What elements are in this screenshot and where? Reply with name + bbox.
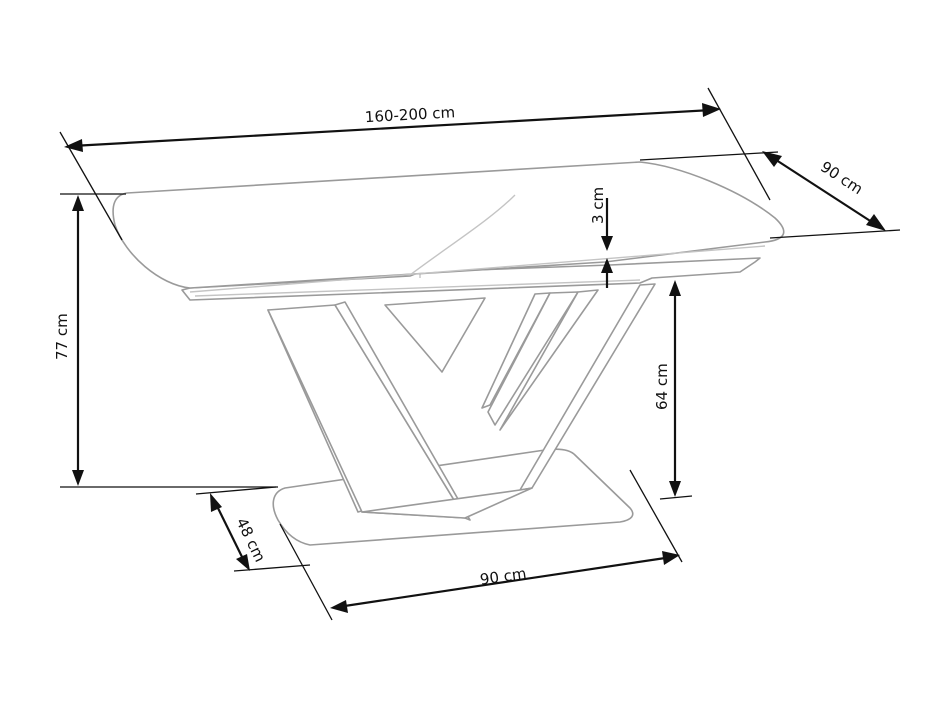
dimension-top-thickness: 3 cm [589,187,613,288]
pedestal-legs [267,283,656,521]
dimension-total-height: 77 cm [53,193,278,488]
length-label: 160-200 cm [364,103,455,126]
table-top [112,161,785,293]
dimension-underframe-height: 64 cm [653,280,693,500]
base-length-label: 90 cm [479,564,528,588]
dimension-length: 160-200 cm [59,87,771,241]
base-depth-label: 48 cm [232,515,269,565]
top-thickness-label: 3 cm [589,187,607,224]
underframe-height-label: 64 cm [653,363,671,410]
total-height-label: 77 cm [53,313,71,360]
